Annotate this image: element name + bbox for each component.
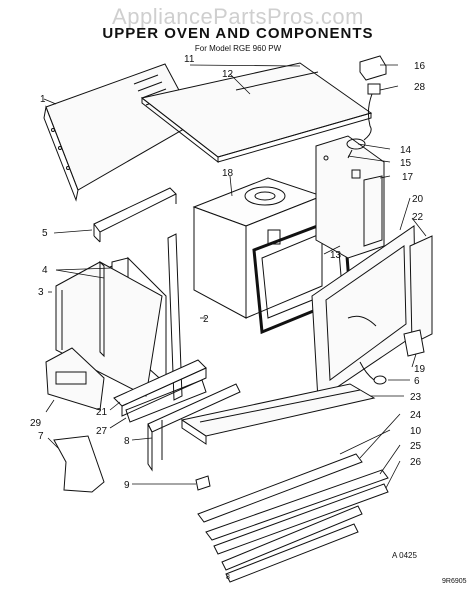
callout-3: 3 <box>38 287 44 298</box>
callout-13: 13 <box>330 250 342 261</box>
diagram-title: UPPER OVEN AND COMPONENTS <box>102 25 374 42</box>
callout-24: 24 <box>410 410 422 421</box>
part-back-panel <box>43 63 197 202</box>
callout-2: 2 <box>203 314 209 325</box>
callout-leader-lines <box>43 64 427 489</box>
callout-29: 29 <box>30 418 42 429</box>
part-vertical-post <box>167 233 183 401</box>
callout-21: 21 <box>96 407 108 418</box>
part-switch-assembly <box>346 55 387 159</box>
part-top-panel <box>140 62 373 164</box>
callout-20: 20 <box>412 194 424 205</box>
callout-23: 23 <box>410 392 422 403</box>
callout-27: 27 <box>96 426 108 437</box>
callout-16: 16 <box>414 61 426 72</box>
part-clip <box>195 475 211 491</box>
callout-11: 11 <box>184 54 195 65</box>
part-lower-rails <box>113 359 207 423</box>
callout-10: 10 <box>410 426 422 437</box>
callout-14: 14 <box>400 145 412 156</box>
part-lower-shield <box>45 347 105 411</box>
callout-15: 15 <box>400 158 412 169</box>
callout-19: 19 <box>414 364 426 375</box>
part-bracket <box>93 187 177 243</box>
callout-18: 18 <box>222 168 234 179</box>
callout-25: 25 <box>410 441 422 452</box>
part-insulation-strip <box>409 235 433 345</box>
callout-8: 8 <box>124 436 130 447</box>
callout-6: 6 <box>414 376 420 387</box>
callout-17: 17 <box>402 172 414 183</box>
watermark: AppliancePartsPros.com <box>112 4 364 29</box>
diagram-subtitle: For Model RGE 960 PW <box>194 44 282 53</box>
callout-26: 26 <box>410 457 422 468</box>
page-number: 8 <box>226 574 230 581</box>
part-broiler-support <box>180 383 376 445</box>
drawing-code: A 0425 <box>392 551 417 560</box>
part-deflector <box>53 435 105 493</box>
part-channel-brace <box>147 383 241 472</box>
part-hinge-and-connector <box>359 329 425 385</box>
callout-28: 28 <box>414 82 426 93</box>
part-lower-trims <box>197 453 389 583</box>
callout-labels: 1 2 3 4 5 6 7 8 9 10 11 12 13 14 15 16 1… <box>30 54 426 491</box>
callout-12: 12 <box>222 69 234 80</box>
callout-5: 5 <box>42 228 48 239</box>
callout-7: 7 <box>38 431 44 442</box>
callout-1: 1 <box>40 94 46 105</box>
callout-4: 4 <box>42 265 48 276</box>
callout-22: 22 <box>412 212 424 223</box>
corner-code: 9R6905 <box>442 578 467 585</box>
callout-9: 9 <box>124 480 130 491</box>
